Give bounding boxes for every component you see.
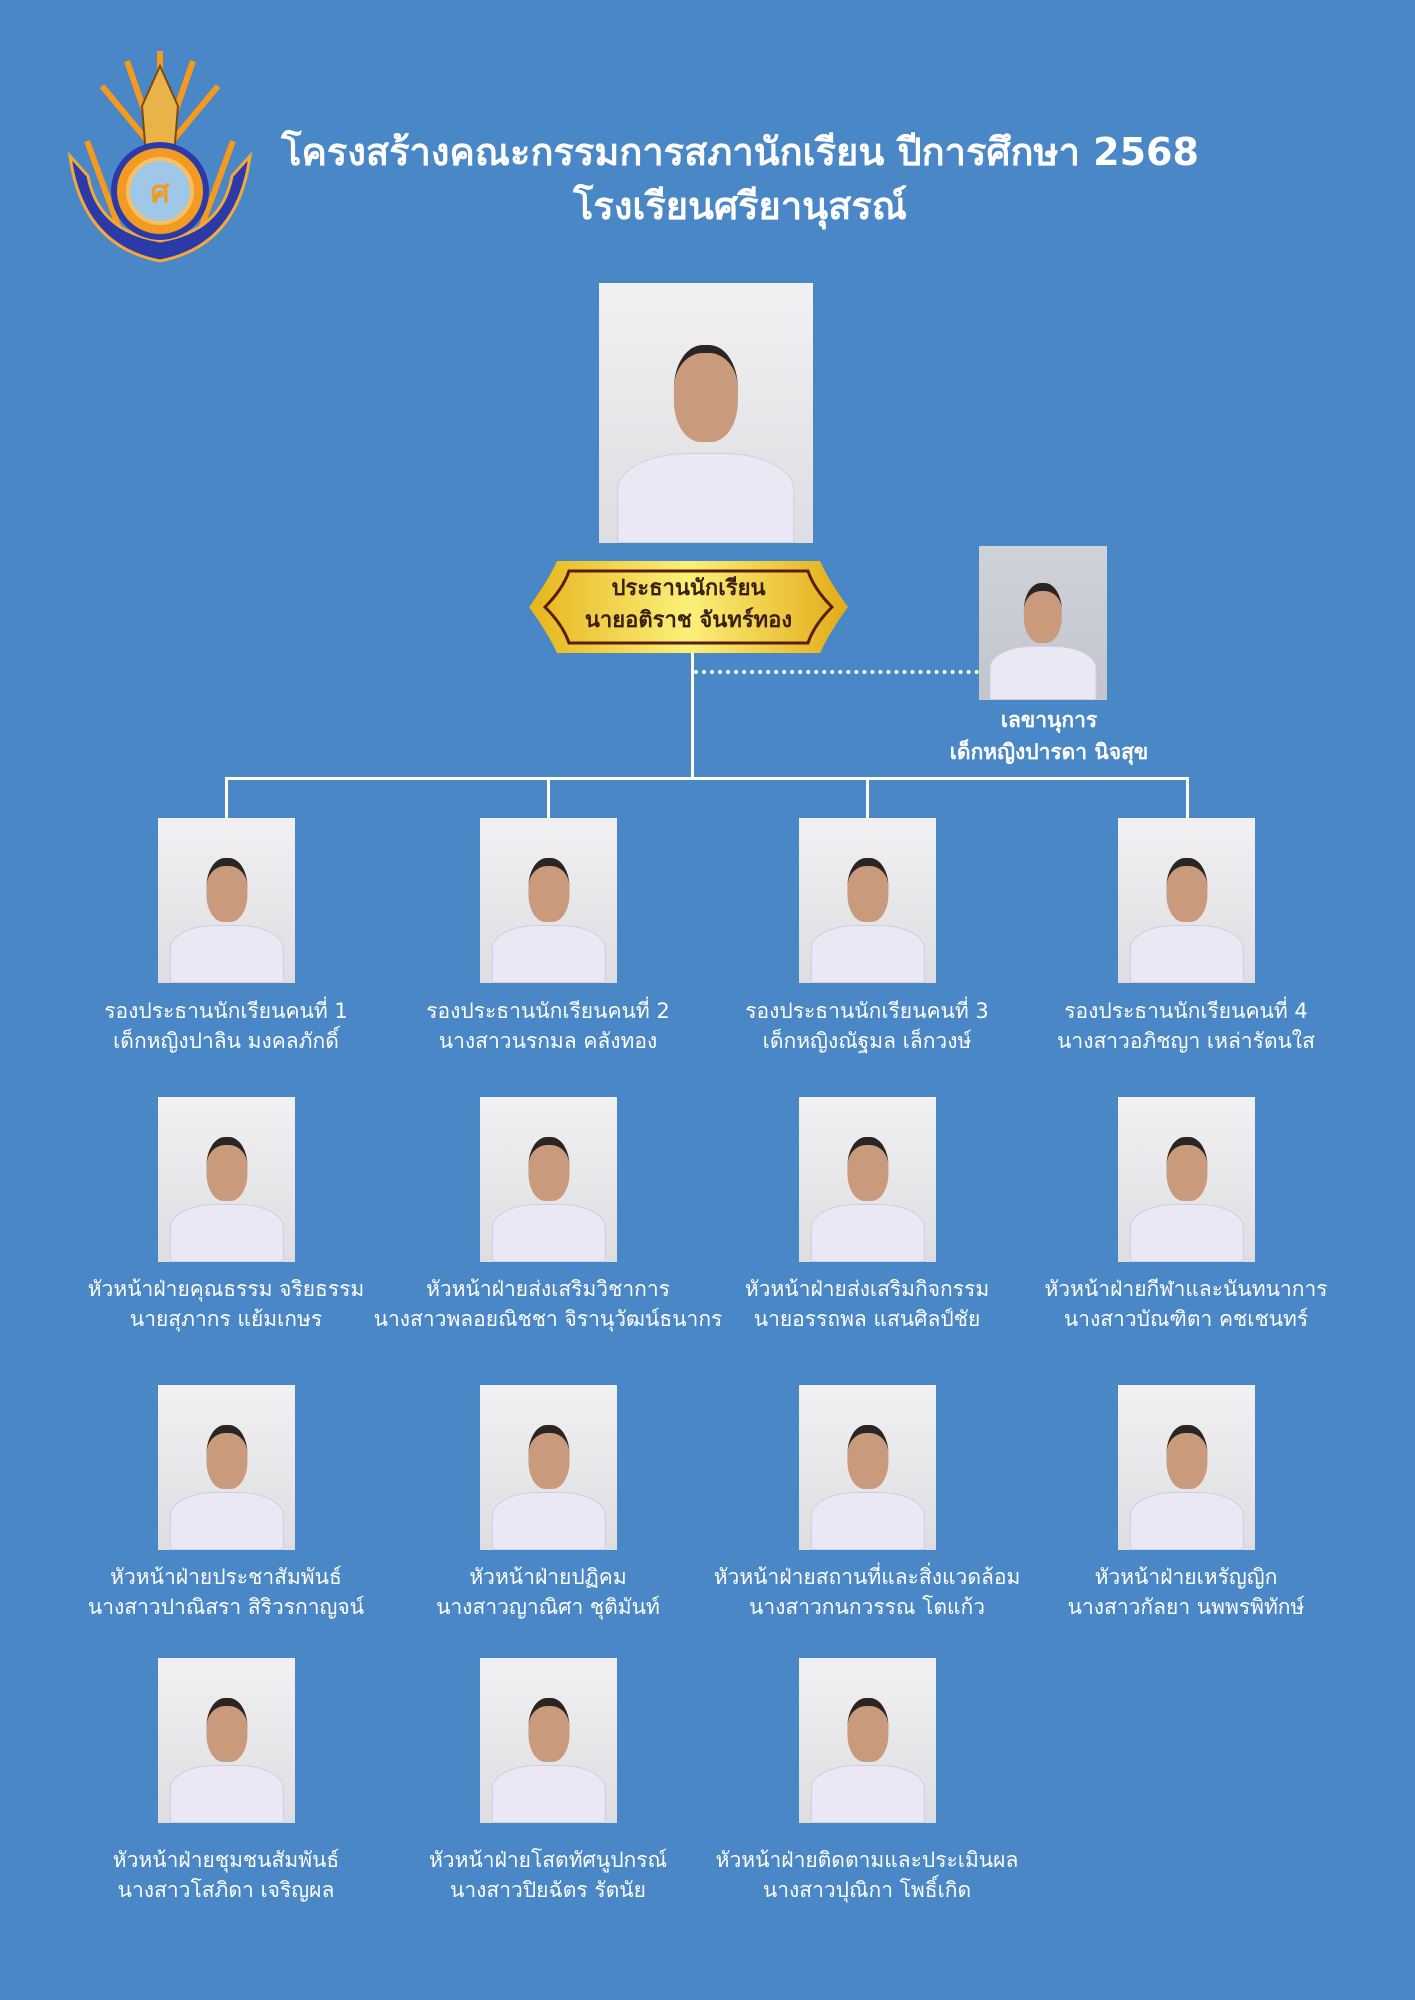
- secretary-role: เลขานุการ: [1000, 708, 1098, 732]
- secretary-photo: [979, 546, 1107, 700]
- member-name: นางสาวอภิชญา เหล่ารัตนใส: [1057, 1029, 1315, 1053]
- member-name: นางสาวปุณิกา โพธิ์เกิด: [762, 1878, 972, 1902]
- member-photo: [1118, 818, 1255, 983]
- member-role: หัวหน้าฝ่ายกีฬาและนันทนาการ: [1044, 1277, 1328, 1301]
- member-photo: [480, 1658, 617, 1823]
- member-photo: [799, 1385, 936, 1550]
- connector-horizontal: [225, 777, 1189, 780]
- member-name: เด็กหญิงปาลิน มงคลภักดิ์: [113, 1029, 339, 1053]
- member-role: รองประธานนักเรียนคนที่ 1: [104, 999, 348, 1023]
- member-role: หัวหน้าฝ่ายคุณธรรม จริยธรรม: [87, 1277, 365, 1301]
- member-role: รองประธานนักเรียนคนที่ 2: [426, 999, 670, 1023]
- connector-secretary-dotted: [694, 670, 979, 674]
- member-photo: [480, 818, 617, 983]
- member-role: หัวหน้าฝ่ายโสตทัศนูปกรณ์: [428, 1848, 668, 1872]
- member-role: หัวหน้าฝ่ายชุมชนสัมพันธ์: [112, 1848, 340, 1872]
- member-name: นางสาวบัณฑิตา คชเชนทร์: [1063, 1307, 1309, 1331]
- connector-drop: [547, 777, 550, 818]
- member-role: หัวหน้าฝ่ายประชาสัมพันธ์: [110, 1565, 342, 1589]
- member-name: นางสาวญาณิศา ชุติมันท์: [436, 1595, 660, 1619]
- connector-drop: [225, 777, 228, 818]
- connector-vertical: [691, 653, 694, 780]
- president-banner: [529, 561, 848, 653]
- member-photo: [158, 1658, 295, 1823]
- connector-drop: [1186, 777, 1189, 818]
- member-photo: [1118, 1097, 1255, 1262]
- member-role: รองประธานนักเรียนคนที่ 4: [1064, 999, 1308, 1023]
- member-name: นางสาวนรกมล คลังทอง: [438, 1029, 658, 1053]
- member-photo: [480, 1097, 617, 1262]
- school-logo: ศ: [67, 51, 253, 263]
- member-photo: [799, 1097, 936, 1262]
- member-name: นางสาวกัลยา นพพรพิทักษ์: [1067, 1595, 1305, 1619]
- member-name: นางสาวปิยฉัตร รัตนัย: [450, 1878, 646, 1902]
- president-photo: [599, 283, 813, 543]
- member-role: หัวหน้าฝ่ายเหรัญญิก: [1094, 1565, 1278, 1589]
- member-role: หัวหน้าฝ่ายส่งเสริมกิจกรรม: [744, 1277, 990, 1301]
- member-name: นายสุภากร แย้มเกษร: [129, 1307, 323, 1331]
- member-name: นางสาวปาณิสรา สิริวรกาญจน์: [87, 1595, 365, 1619]
- member-photo: [480, 1385, 617, 1550]
- member-name: นายอรรถพล แสนศิลป์ชัย: [753, 1307, 981, 1331]
- member-role: หัวหน้าฝ่ายติดตามและประเมินผล: [715, 1848, 1019, 1872]
- president-label: ประธานนักเรียน นายอติราช จันทร์ทอง: [529, 573, 848, 637]
- connector-drop: [866, 777, 869, 818]
- president-name: นายอติราช จันทร์ทอง: [584, 608, 793, 633]
- member-photo: [1118, 1385, 1255, 1550]
- member-name: นางสาวโสภิดา เจริญผล: [117, 1878, 335, 1902]
- secretary-name: เด็กหญิงปารดา นิจสุข: [949, 740, 1149, 764]
- member-role: รองประธานนักเรียนคนที่ 3: [745, 999, 989, 1023]
- svg-text:ศ: ศ: [150, 175, 170, 210]
- member-photo: [799, 818, 936, 983]
- member-photo: [158, 1385, 295, 1550]
- member-name: เด็กหญิงณัฐมล เล็กวงษ์: [762, 1029, 972, 1053]
- member-role: หัวหน้าฝ่ายส่งเสริมวิชาการ: [426, 1277, 670, 1301]
- page-title: โครงสร้างคณะกรรมการสภานักเรียน ปีการศึกษ…: [281, 130, 1199, 174]
- school-name: โรงเรียนศรียานุสรณ์: [573, 184, 907, 228]
- member-photo: [158, 818, 295, 983]
- member-photo: [799, 1658, 936, 1823]
- member-role: หัวหน้าฝ่ายสถานที่และสิ่งแวดล้อม: [713, 1565, 1021, 1589]
- member-photo: [158, 1097, 295, 1262]
- member-name: นางสาวพลอยณิชชา จิรานุวัฒน์ธนากร: [373, 1307, 723, 1331]
- member-role: หัวหน้าฝ่ายปฏิคม: [469, 1565, 627, 1589]
- member-name: นางสาวกนกวรรณ โตแก้ว: [748, 1595, 986, 1619]
- president-role: ประธานนักเรียน: [611, 576, 766, 601]
